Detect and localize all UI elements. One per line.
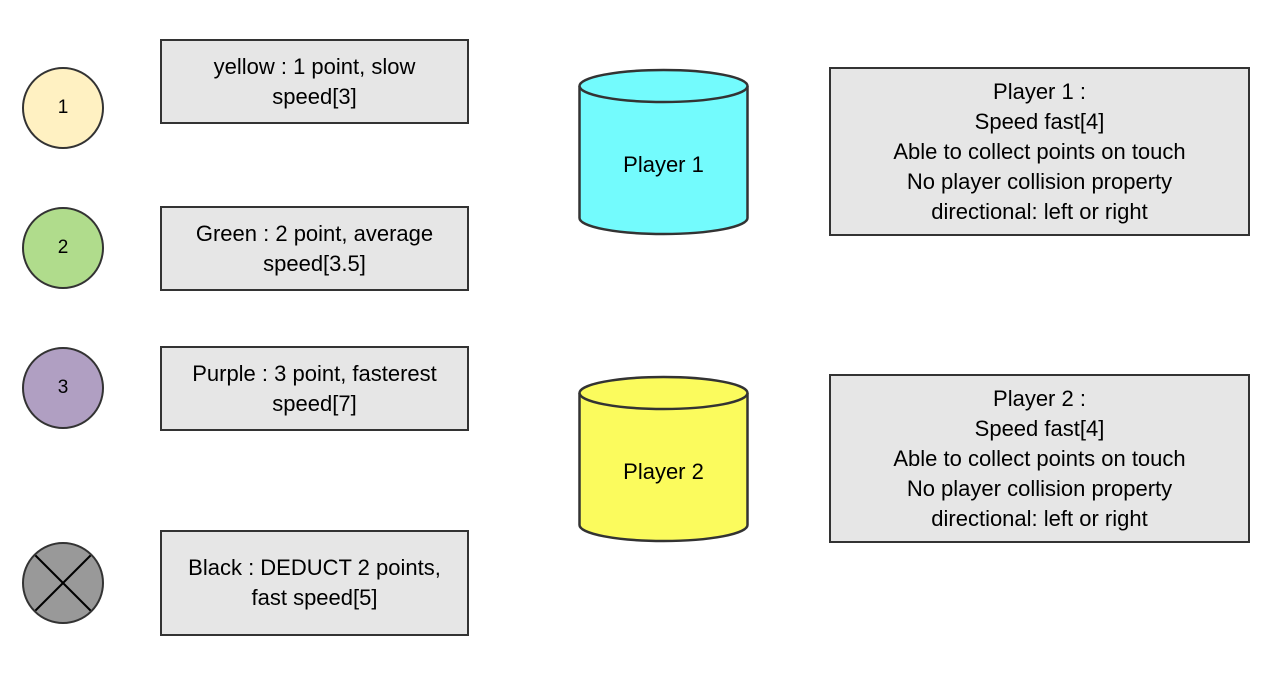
player-1-cylinder-shape (578, 68, 749, 236)
black-ball-circle (22, 542, 104, 624)
player-2-cylinder: Player 2 (578, 375, 749, 543)
green-ball-label: 2 (57, 237, 69, 258)
player-2-label: Player 2 (623, 459, 704, 484)
player-2-cylinder-shape (578, 375, 749, 543)
purple-ball-description: Purple : 3 point, fasterest speed[7] (160, 346, 469, 431)
purple-ball-label: 3 (57, 377, 69, 398)
green-ball-circle: 2 (22, 207, 104, 289)
yellow-ball-description: yellow : 1 point, slow speed[3] (160, 39, 469, 124)
yellow-ball-label: 1 (57, 97, 69, 118)
player-1-description: Player 1 : Speed fast[4] Able to collect… (829, 67, 1250, 236)
player-1-cylinder: Player 1 (578, 68, 749, 236)
green-ball-description: Green : 2 point, average speed[3.5] (160, 206, 469, 291)
player-2-description: Player 2 : Speed fast[4] Able to collect… (829, 374, 1250, 543)
yellow-ball-circle: 1 (22, 67, 104, 149)
purple-ball-circle: 3 (22, 347, 104, 429)
black-ball-description: Black : DEDUCT 2 points, fast speed[5] (160, 530, 469, 636)
x-circle-icon (34, 554, 92, 612)
player-1-label: Player 1 (623, 152, 704, 177)
